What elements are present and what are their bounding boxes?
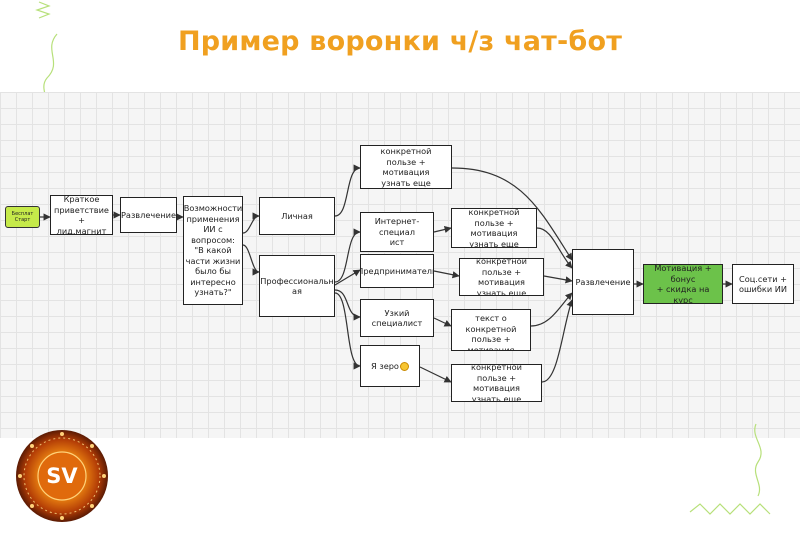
node-professional: Профессиональн ая (259, 255, 335, 317)
node-benefit-zero: текст о конкретной пользе + мотивация уз… (451, 364, 542, 402)
node-start: Бесплат Старт (5, 206, 40, 228)
node-personal: Личная (259, 197, 335, 235)
doodle-bottom-right (689, 423, 771, 515)
node-greeting: Краткое приветствие + лид.магнит (50, 195, 113, 235)
node-narrow-specialist: Узкий специалист (360, 299, 434, 337)
node-internet-specialist: Интернет-специал ист (360, 212, 434, 252)
node-benefit-narrow: текст о конкретной пользе + мотивация уз… (451, 309, 531, 351)
node-social: Соц.сети + ошибки ИИ (732, 264, 794, 304)
node-zero-label: Я зеро (371, 360, 399, 371)
node-motivation: Мотивация + бонус + скидка на курс (643, 264, 723, 304)
sv-logo-icon (16, 430, 108, 522)
page-title: Пример воронки ч/з чат-бот (177, 26, 623, 57)
node-benefit-entrepreneur: текст о конкретной пользе + мотивация уз… (459, 258, 544, 296)
node-ai-question: Возможности применения ИИ с вопросом: "В… (183, 196, 243, 305)
smile-emoji-icon (399, 361, 409, 371)
node-benefit-personal: текст о конкретной пользе + мотивация уз… (360, 145, 452, 189)
logo-text: SV (46, 464, 78, 488)
node-benefit-internet: текст о конкретной пользе + мотивация уз… (451, 208, 537, 248)
node-entertainment-1: Развлечение (120, 197, 177, 233)
node-entrepreneur: Предприниматель (360, 254, 434, 288)
node-zero: Я зеро (360, 345, 420, 387)
node-entertainment-2: Развлечение (572, 249, 634, 315)
